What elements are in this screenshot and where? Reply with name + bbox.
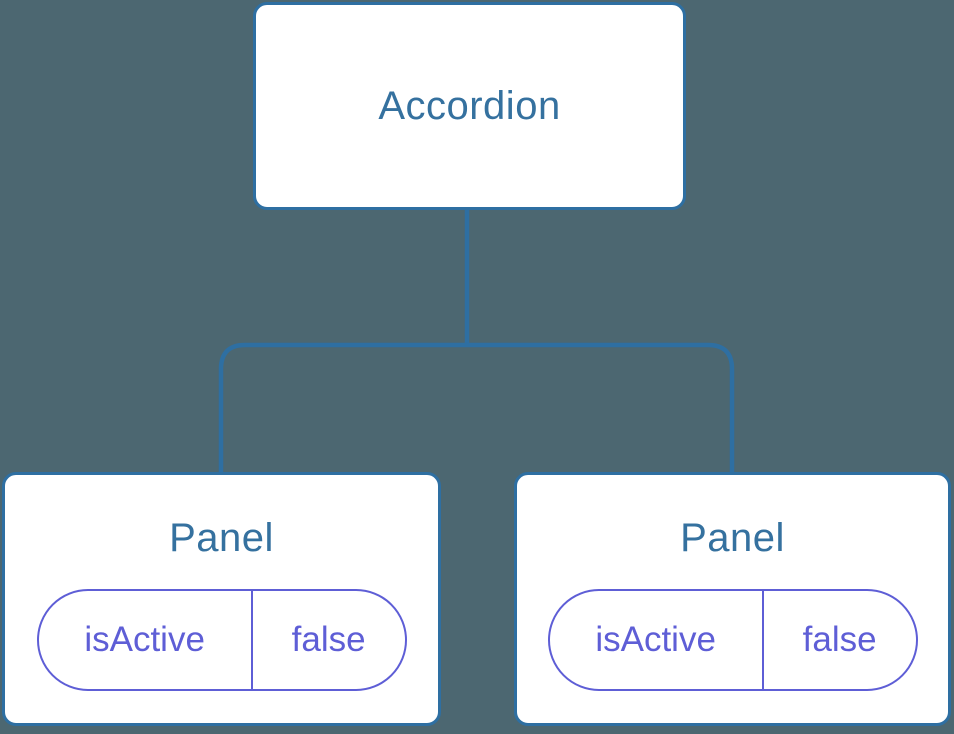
state-key: isActive [39, 591, 253, 689]
connector-branch [218, 342, 735, 476]
component-label: Accordion [378, 84, 561, 128]
state-value: false [291, 620, 366, 659]
component-label: Panel [680, 516, 785, 560]
state-key: isActive [550, 591, 764, 689]
component-label: Panel [169, 516, 274, 560]
component-node-accordion: Accordion [253, 2, 686, 210]
state-pill: isActive false [36, 589, 407, 691]
state-value: false [802, 620, 877, 659]
state-pill: isActive false [547, 589, 918, 691]
component-node-panel-2: Panel isActive false [514, 472, 951, 726]
component-node-panel-1: Panel isActive false [2, 472, 441, 726]
